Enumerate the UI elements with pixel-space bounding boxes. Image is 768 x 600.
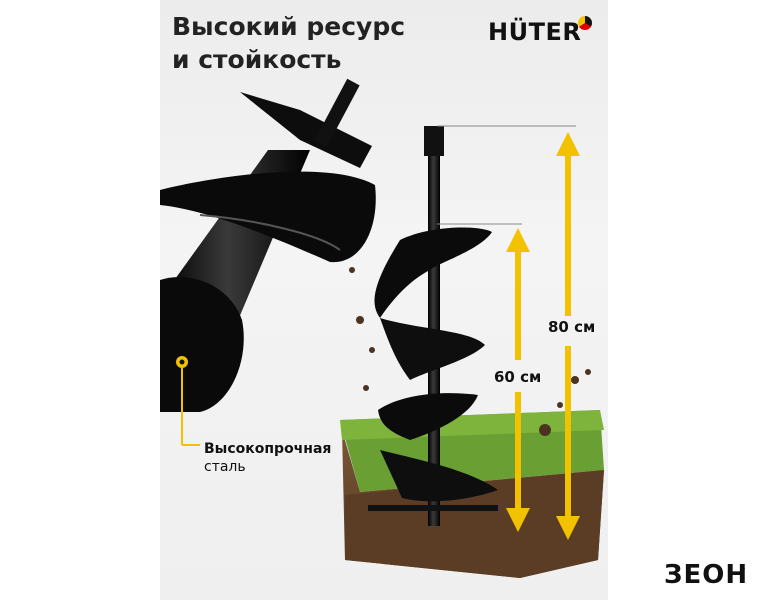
headline: Высокий ресурс и стойкость	[172, 10, 405, 76]
auger-closeup	[160, 78, 376, 412]
material-label: Высокопрочная сталь	[204, 440, 331, 476]
arrow-80cm	[556, 132, 580, 540]
store-logo-text: ЗЕОН	[664, 560, 749, 590]
dimension-label-60: 60 см	[494, 368, 542, 386]
steel-callout	[176, 356, 200, 446]
store-logo: ЗЕОН	[664, 560, 748, 590]
german-flag-icon	[578, 16, 592, 30]
headline-line-1: Высокий ресурс	[172, 12, 406, 41]
material-label-bold: Высокопрочная	[204, 441, 332, 457]
material-label-regular: сталь	[204, 459, 246, 475]
store-logo-sub: store	[738, 564, 746, 582]
main-auger	[368, 126, 498, 526]
soil-particles	[349, 267, 591, 436]
brand-logo: HÜTER	[488, 18, 582, 46]
arrow-60cm	[506, 228, 530, 532]
dimension-label-80: 80 см	[548, 318, 596, 336]
headline-line-2: и стойкость	[172, 45, 342, 74]
